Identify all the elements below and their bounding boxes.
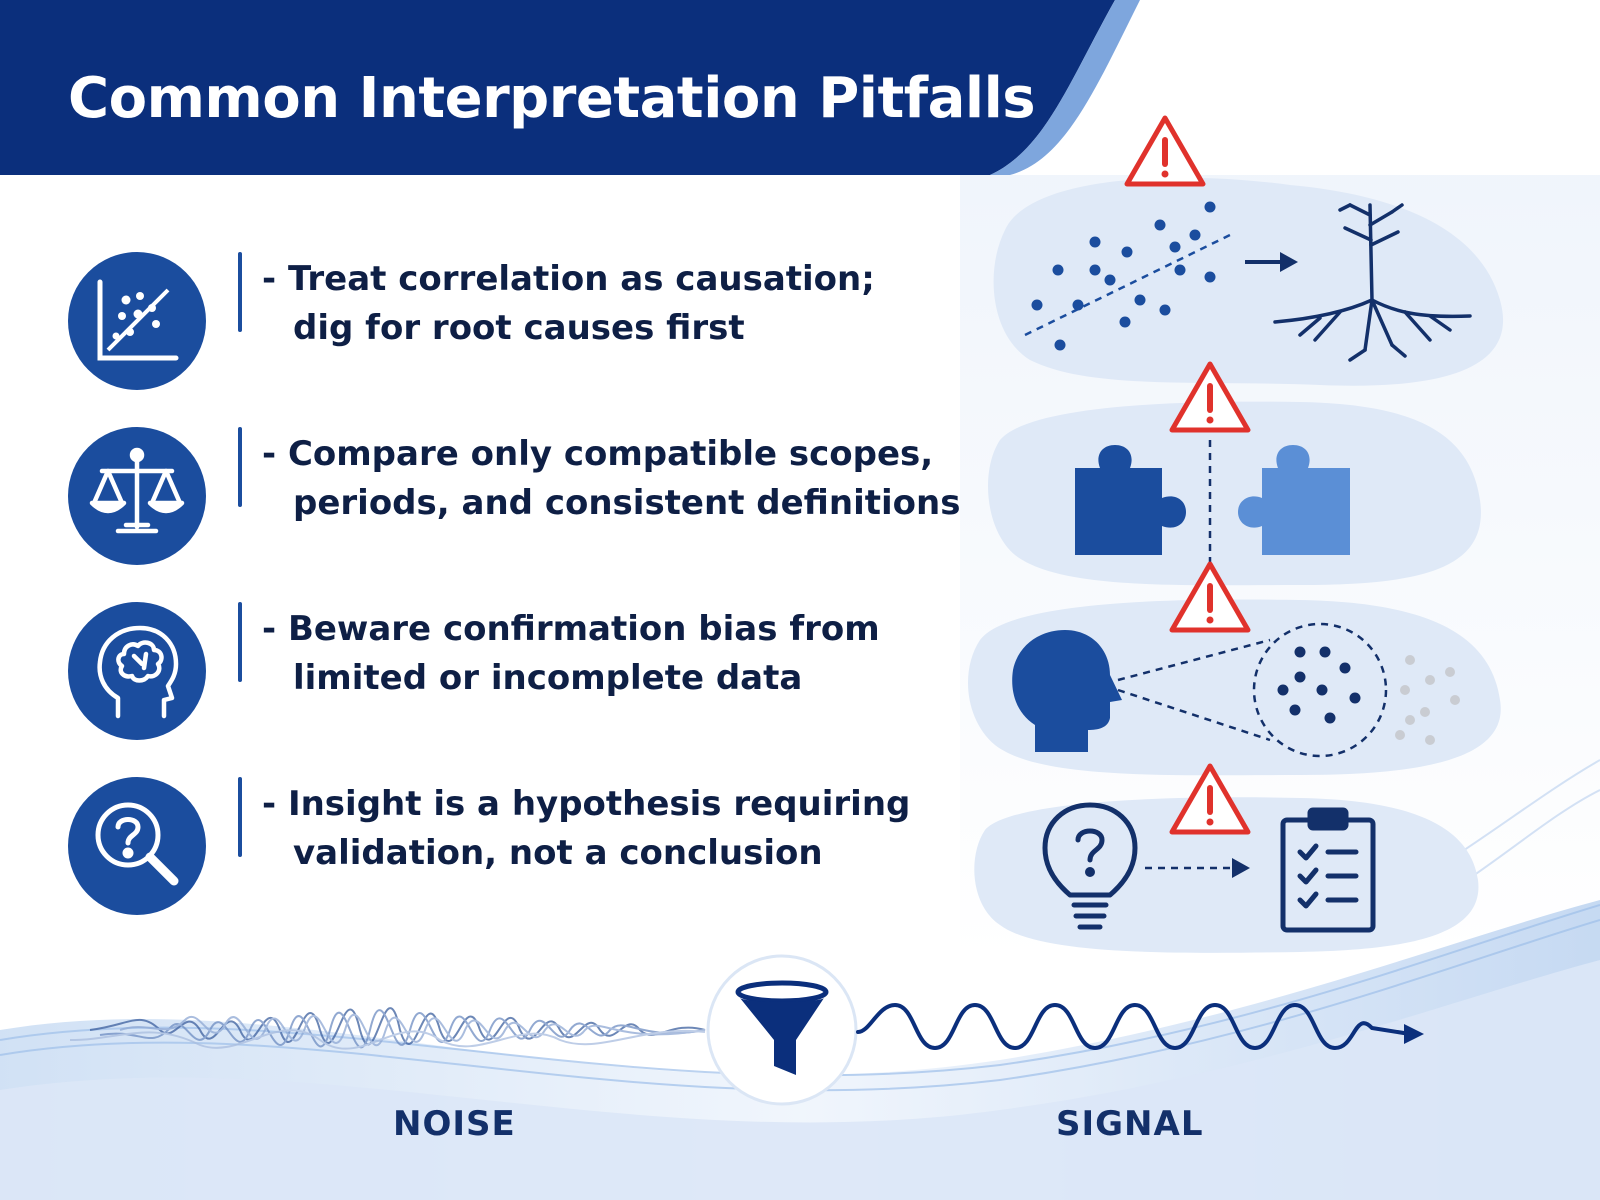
divider <box>238 602 242 682</box>
panel-compatibility <box>988 401 1481 586</box>
pitfall-item-bias: - Beware confirmation bias from limited … <box>0 595 900 745</box>
pitfall-text: - Insight is a hypothesis requiring vali… <box>262 780 910 878</box>
scatter-trend-icon <box>68 252 206 390</box>
divider <box>238 427 242 507</box>
page-title: Common Interpretation Pitfalls <box>68 66 1036 131</box>
signal-label: SIGNAL <box>1056 1104 1204 1144</box>
divider <box>238 252 242 332</box>
pitfall-text: - Treat correlation as causation; dig fo… <box>262 255 875 353</box>
pitfall-line-1: - Treat correlation as causation; <box>262 259 875 299</box>
pitfall-item-hypothesis: - Insight is a hypothesis requiring vali… <box>0 770 910 920</box>
pitfall-text: - Beware confirmation bias from limited … <box>262 605 880 703</box>
divider <box>238 777 242 857</box>
pitfall-line-1: - Beware confirmation bias from <box>262 609 880 649</box>
header-band <box>0 0 1115 175</box>
pitfall-item-correlation: - Treat correlation as causation; dig fo… <box>0 245 900 395</box>
pitfall-line-2: periods, and consistent definitions <box>293 483 961 523</box>
pitfall-line-2: dig for root causes first <box>293 308 745 348</box>
pitfall-line-1: - Compare only compatible scopes, <box>262 434 934 474</box>
brain-head-icon <box>68 602 206 740</box>
header-accent <box>990 0 1140 175</box>
pitfall-line-2: validation, not a conclusion <box>293 833 823 873</box>
panel-hypothesis <box>974 797 1479 953</box>
pitfall-line-2: limited or incomplete data <box>293 658 803 698</box>
question-magnifier-icon <box>68 777 206 915</box>
panel-bias <box>968 599 1501 776</box>
noise-label: NOISE <box>393 1104 516 1144</box>
pitfall-item-compatibility: - Compare only compatible scopes, period… <box>0 420 960 570</box>
balance-scale-icon <box>68 427 206 565</box>
pitfall-text: - Compare only compatible scopes, period… <box>262 430 960 528</box>
pitfall-line-1: - Insight is a hypothesis requiring <box>262 784 911 824</box>
